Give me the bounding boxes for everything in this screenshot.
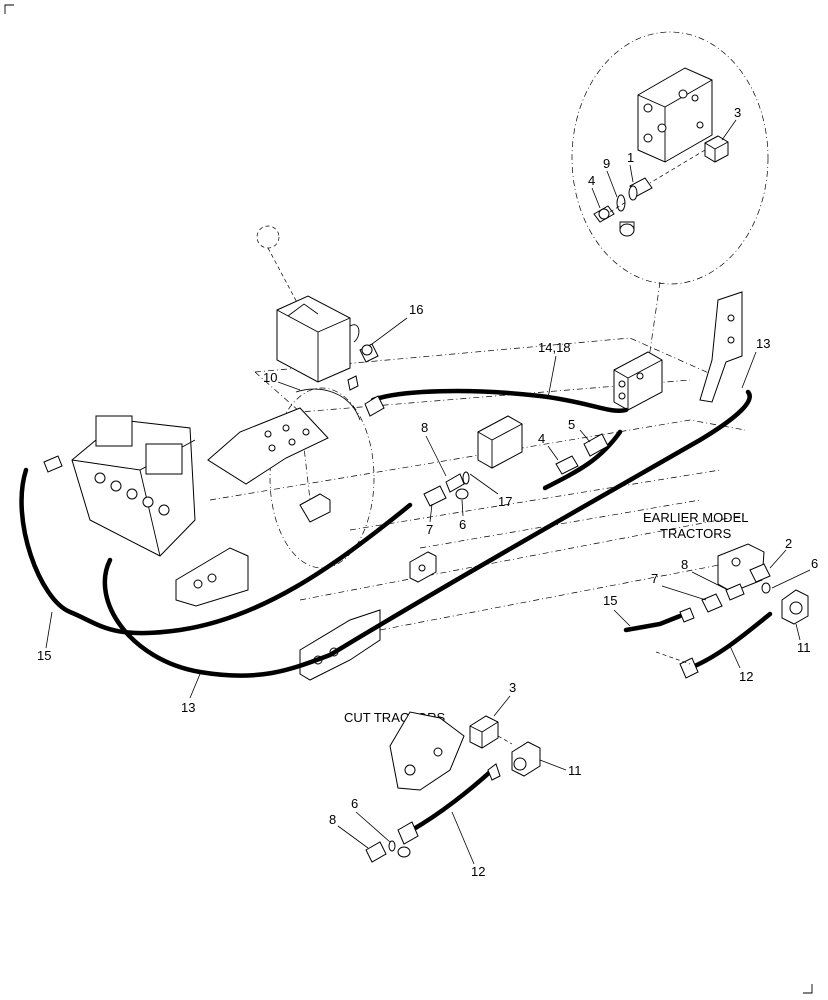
callout-inset-4: 4 xyxy=(588,173,595,188)
callout-main-15: 15 xyxy=(37,648,51,663)
callout-inset-3: 3 xyxy=(734,105,741,120)
callout-earlier-15: 15 xyxy=(603,593,617,608)
callout-earlier-7: 7 xyxy=(651,571,658,586)
callout-earlier-6: 6 xyxy=(811,556,818,571)
earlier-adapter-8 xyxy=(725,583,745,601)
callout-cut-11: 11 xyxy=(568,763,582,778)
callout-inset-1: 1 xyxy=(627,150,634,165)
inset-elbow-fitting xyxy=(704,135,729,163)
callout-cut-6: 6 xyxy=(351,796,358,811)
main-control-valve xyxy=(71,415,196,557)
lever-knob xyxy=(256,225,280,249)
remote-valve-block xyxy=(613,351,663,411)
callout-main-10: 10 xyxy=(263,370,277,385)
callout-main-17: 17 xyxy=(498,494,512,509)
callout-inset-9: 9 xyxy=(603,156,610,171)
fitting-main-4 xyxy=(555,455,579,475)
cut-hose-12 xyxy=(397,763,501,845)
cut-elbow-11 xyxy=(511,741,541,777)
callout-main-13-bottom: 13 xyxy=(181,700,195,715)
valve-solenoid-left xyxy=(95,415,133,447)
valve-elbow-fitting xyxy=(43,455,63,473)
callout-cut-12: 12 xyxy=(471,864,485,879)
control-lever xyxy=(256,225,360,391)
inset-adapter xyxy=(628,177,653,201)
callout-earlier-2: 2 xyxy=(785,536,792,551)
cut-bracket xyxy=(389,711,465,791)
earlier-hose-15 xyxy=(623,607,695,633)
lift-arm xyxy=(699,291,743,403)
console-fitting xyxy=(364,395,385,417)
inset-coupler xyxy=(593,205,615,223)
coupler-bracket-17 xyxy=(477,415,523,469)
heading-earlier-line2: TRACTORS xyxy=(660,526,732,541)
hose-coiled-4-5 xyxy=(542,429,623,491)
callout-earlier-11: 11 xyxy=(797,640,811,655)
detail-leader-line xyxy=(647,281,661,366)
earlier-elbow-2 xyxy=(749,563,771,583)
hose-10 xyxy=(295,388,361,421)
valve-solenoid-right xyxy=(145,443,183,475)
o-ring-main-6 xyxy=(462,471,470,485)
corner-mark-top-left xyxy=(4,4,14,14)
earlier-elbow-11 xyxy=(781,589,809,625)
cut-adapter-8 xyxy=(365,841,387,863)
callout-cut-8: 8 xyxy=(329,812,336,827)
cut-elbow-3 xyxy=(469,715,499,749)
cut-cap-6 xyxy=(388,840,411,858)
earlier-bracket xyxy=(717,543,765,593)
heading-earlier-line1: EARLIER MODEL xyxy=(643,510,748,525)
fitting-main-7 xyxy=(423,485,447,507)
callout-main-6: 6 xyxy=(459,517,466,532)
dust-cap-main-6 xyxy=(455,488,469,500)
callout-main-16: 16 xyxy=(409,302,423,317)
callout-earlier-12: 12 xyxy=(739,669,753,684)
callout-main-8: 8 xyxy=(421,420,428,435)
detail-inset xyxy=(571,31,769,366)
corner-mark-bottom-right xyxy=(803,984,813,994)
frame-brackets xyxy=(175,493,437,681)
earlier-coupler-7 xyxy=(701,593,723,613)
earlier-cap-6 xyxy=(761,582,771,594)
callout-cut-3: 3 xyxy=(509,680,516,695)
callout-main-13-top: 13 xyxy=(756,336,770,351)
earlier-hose-12 xyxy=(679,611,773,679)
hose-15-main xyxy=(19,467,413,636)
fitting-16 xyxy=(359,343,379,363)
fitting-main-5 xyxy=(583,433,609,457)
callout-main-14-18: 14,18 xyxy=(538,340,571,355)
callout-main-5: 5 xyxy=(568,417,575,432)
valve-block xyxy=(637,67,713,163)
hose-14-18 xyxy=(370,388,629,413)
callout-main-7: 7 xyxy=(426,522,433,537)
mounting-bracket xyxy=(207,407,329,485)
inset-dust-cap xyxy=(619,221,635,237)
callout-earlier-8: 8 xyxy=(681,557,688,572)
hose-13-main xyxy=(102,389,752,678)
lever-console xyxy=(276,295,351,383)
callout-main-4: 4 xyxy=(538,431,545,446)
fitting-main-8 xyxy=(445,473,465,493)
detail-circle xyxy=(571,31,769,285)
tractor-frame-outline xyxy=(209,337,746,631)
